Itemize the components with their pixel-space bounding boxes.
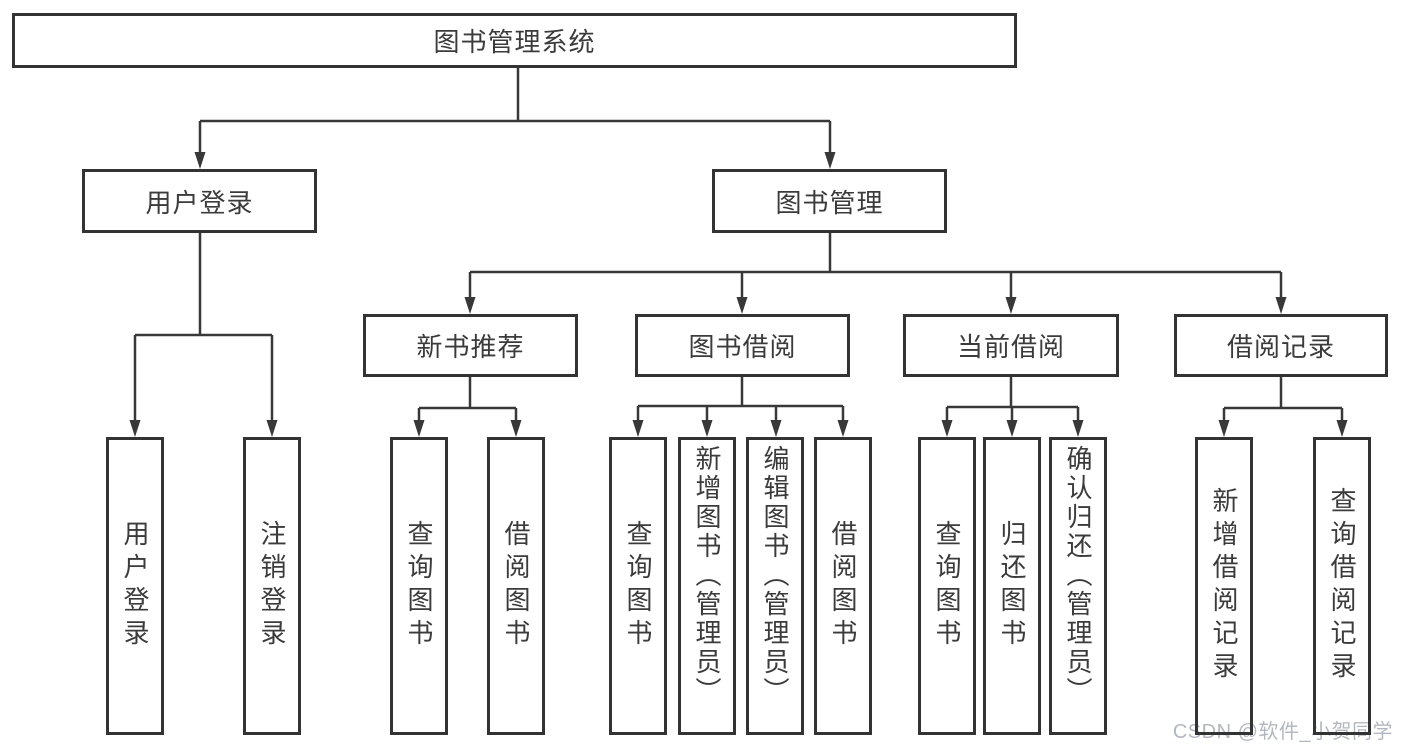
leaf-edit-books-admin: 编辑图书（管理员） (746, 437, 804, 735)
connector-book-borrowing (636, 377, 845, 422)
node-borrowing-records: 借阅记录 (1174, 314, 1388, 377)
leaf-borrow-books-recommend: 借阅图书 (487, 437, 545, 735)
connector-user-login (133, 233, 274, 422)
connector-current-borrowing (945, 377, 1080, 422)
leaf-query-borrow-record: 查询借阅记录 (1313, 437, 1371, 735)
connector-new-book-recommend (417, 377, 518, 422)
node-book-borrowing: 图书借阅 (635, 314, 850, 377)
leaf-logout: 注销登录 (243, 437, 301, 735)
leaf-query-books-current: 查询图书 (918, 437, 976, 735)
leaf-borrow-books-borrowing: 借阅图书 (814, 437, 872, 735)
root-node-system-title: 图书管理系统 (12, 13, 1017, 68)
connector-root (198, 68, 832, 154)
node-book-management: 图书管理 (712, 169, 947, 233)
leaf-add-borrow-record: 新增借阅记录 (1195, 437, 1253, 735)
node-current-borrowing: 当前借阅 (903, 314, 1119, 377)
node-user-login: 用户登录 (82, 169, 317, 233)
connector-borrowing-records (1222, 377, 1344, 422)
leaf-query-books-borrowing: 查询图书 (609, 437, 667, 735)
node-new-book-recommend: 新书推荐 (363, 314, 578, 377)
csdn-watermark: CSDN @软件_小贺同学 (1172, 721, 1393, 743)
leaf-query-books-recommend: 查询图书 (390, 437, 448, 735)
leaf-add-books-admin: 新增图书（管理员） (678, 437, 736, 735)
leaf-confirm-return-admin: 确认归还（管理员） (1049, 437, 1107, 735)
leaf-user-login: 用户登录 (106, 437, 164, 735)
connector-book-management (468, 233, 1283, 299)
arrowhead-icons (129, 152, 1348, 437)
leaf-return-books: 归还图书 (983, 437, 1041, 735)
